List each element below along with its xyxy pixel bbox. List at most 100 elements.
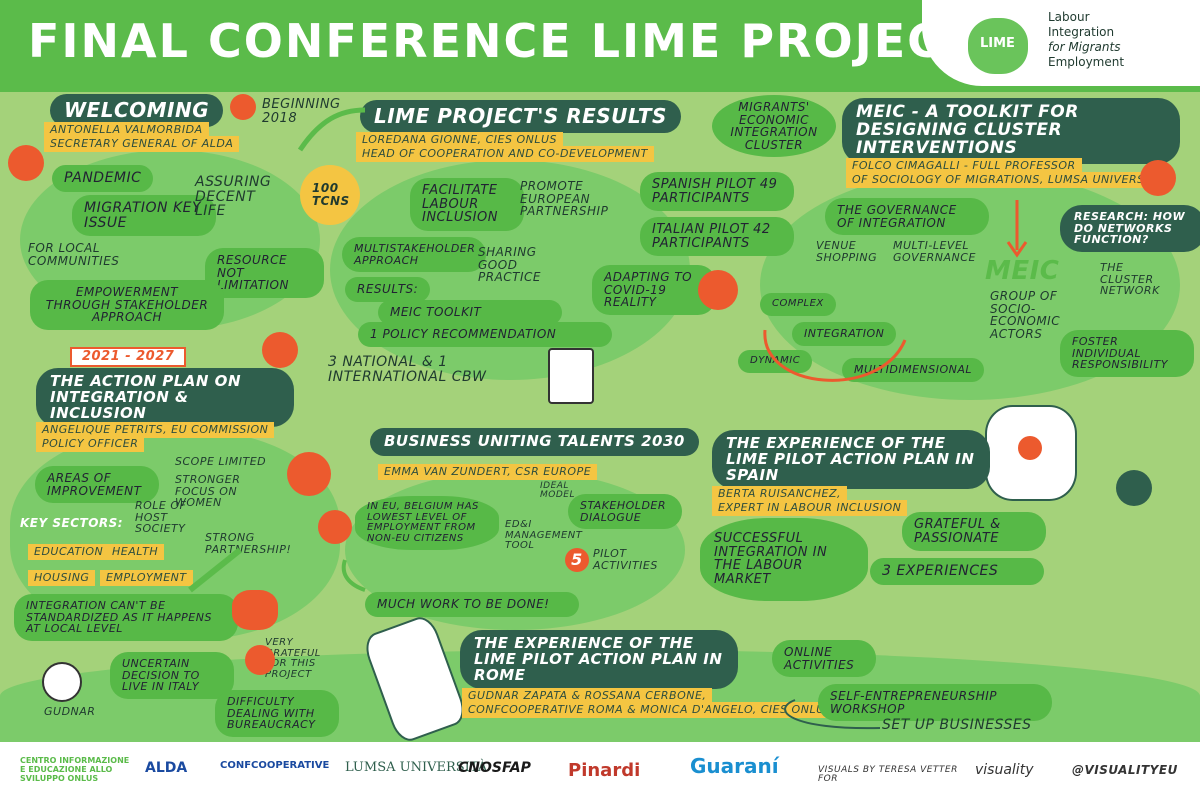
multilevel-label: MULTI-LEVEL GOVERNANCE xyxy=(893,239,976,264)
policy-label: 1 POLICY RECOMMENDATION xyxy=(358,322,612,347)
venue-label: VENUE SHOPPING xyxy=(816,239,878,264)
lime-logo-word: LIME xyxy=(980,36,1015,51)
map-pin-icon xyxy=(232,590,278,630)
meic-speaker: FOLCO CIMAGALLI - FULL PROFESSOR xyxy=(846,158,1082,174)
sector-employment: EMPLOYMENT xyxy=(100,570,193,586)
welcoming-role: SECRETARY GENERAL OF ALDA xyxy=(44,136,240,152)
tool-label: ED&I MANAGEMENT TOOL xyxy=(505,519,583,551)
self-label: SELF-ENTREPRENEURSHIP WORKSHOP xyxy=(818,684,1052,722)
welcoming-speaker: ANTONELLA VALMORBIDA xyxy=(44,122,209,138)
spain-title: THE EXPERIENCE OF THE LIME PILOT ACTION … xyxy=(712,430,990,490)
pilot-label: PILOT ACTIVITIES xyxy=(593,547,658,572)
action-speaker: ANGELIQUE PETRITS, EU COMMISSION xyxy=(36,422,275,438)
heart-icon xyxy=(245,645,275,675)
thermometer-icon xyxy=(287,452,331,496)
uncertain-label: UNCERTAIN DECISION TO LIVE IN ITALY xyxy=(110,652,234,699)
flag-icon xyxy=(230,94,256,120)
stakeholder-label: STAKEHOLDER DIALOGUE xyxy=(568,494,682,530)
rome-speaker: GUDNAR ZAPATA & ROSSANA CERBONE, xyxy=(462,688,713,704)
sector-housing: HOUSING xyxy=(28,570,96,586)
pandemic-label: PANDEMIC xyxy=(52,165,154,192)
italian-pilot: ITALIAN PILOT 42 PARTICIPANTS xyxy=(640,217,794,257)
areas-label: AREAS OF IMPROVEMENT xyxy=(35,466,159,504)
page-title: FINAL CONFERENCE LIME PROJECT xyxy=(28,14,977,68)
handle-label: @VISUALITYEU xyxy=(1072,763,1178,777)
multistakeholder-label: MULTISTAKEHOLDER APPROACH xyxy=(342,237,486,273)
empowerment-label: EMPOWERMENT THROUGH STAKEHOLDER APPROACH xyxy=(30,280,224,330)
covid-label: ADAPTING TO COVID-19 REALITY xyxy=(592,265,716,315)
guarani-logo: Guaraní xyxy=(690,754,779,778)
meic-title: MEIC - A TOOLKIT FOR DESIGNING CLUSTER I… xyxy=(842,98,1180,164)
difficulty-label: DIFFICULTY DEALING WITH BUREAUCRACY xyxy=(215,690,339,737)
spain-speaker: BERTA RUISANCHEZ, xyxy=(712,486,847,502)
setup-label: SET UP BUSINESSES xyxy=(882,717,1032,733)
lime-tagline: Labour Integration for Migrants Employme… xyxy=(1048,10,1125,69)
rome-title: THE EXPERIENCE OF THE LIME PILOT ACTION … xyxy=(460,630,738,690)
footer-bar xyxy=(0,742,1200,798)
results-role: HEAD OF COOPERATION AND CO-DEVELOPMENT xyxy=(356,146,654,162)
sector-health: HEALTH xyxy=(106,544,165,560)
assuring-decent-life: ASSURING DECENT LIFE xyxy=(195,174,272,220)
complex-label: COMPLEX xyxy=(760,293,836,316)
scope-label: SCOPE LIMITED xyxy=(175,455,267,468)
governance-label: THE GOVERNANCE OF INTEGRATION xyxy=(825,198,989,236)
facilitate-label: FACILITATE LABOUR INCLUSION xyxy=(410,178,524,231)
ideal-label: IDEAL MODEL xyxy=(540,481,575,501)
host-label: ROLE OF HOST SOCIETY xyxy=(135,499,187,536)
results-speaker: LOREDANA GIONNE, CIES ONLUS xyxy=(356,132,564,148)
results-label: RESULTS: xyxy=(345,277,431,302)
action-role: POLICY OFFICER xyxy=(36,436,145,452)
lime-logo-box: LIME Labour Integration for Migrants Emp… xyxy=(922,0,1200,86)
cluster-label: MIGRANTS' ECONOMIC INTEGRATION CLUSTER xyxy=(712,95,836,158)
target-icon xyxy=(1018,436,1042,460)
partnership-label: STRONG PARTNERSHIP! xyxy=(205,531,292,556)
alda-logo: ALDA xyxy=(145,760,188,776)
very-grateful-label: VERY GRATEFUL FOR THIS PROJECT xyxy=(265,637,321,680)
migration-key-issue: MIGRATION KEY ISSUE xyxy=(72,195,216,237)
multidimensional-label: MULTIDIMENSIONAL xyxy=(842,358,985,382)
business-title: BUSINESS UNITING TALENTS 2030 xyxy=(370,428,699,456)
spanish-pilot: SPANISH PILOT 49 PARTICIPANTS xyxy=(640,172,794,212)
results-title: LIME PROJECT'S RESULTS xyxy=(360,100,681,133)
cluster-network-label: THE CLUSTER NETWORK xyxy=(1100,261,1160,298)
research-label: RESEARCH: HOW DO NETWORKS FUNCTION? xyxy=(1060,205,1200,252)
confcooperative-logo: CONFCOOPERATIVE xyxy=(220,760,330,771)
business-speaker: EMMA VAN ZUNDERT, CSR EUROPE xyxy=(378,464,598,480)
document-icon xyxy=(262,332,298,368)
welcoming-title: WELCOMING xyxy=(50,94,224,127)
lime-logo-icon xyxy=(968,18,1028,74)
for-local-communities: FOR LOCAL COMMUNITIES xyxy=(28,241,120,268)
resource-not-limitation: RESOURCE NOT LIMITATION xyxy=(205,248,324,298)
virus-icon xyxy=(8,145,44,181)
scroll-icon xyxy=(548,348,594,404)
credit-label: VISUALS BY TERESA VETTER for xyxy=(818,765,958,785)
pilot-number: 5 xyxy=(565,548,589,572)
group-label: GROUP OF SOCIO-ECONOMIC ACTORS xyxy=(990,289,1061,341)
gudnar-name: GUDNAR xyxy=(44,705,96,718)
laptop-icon xyxy=(698,270,738,310)
experiences-label: 3 EXPERIENCES xyxy=(870,558,1044,585)
promote-label: PROMOTE EUROPEAN PARTNERSHIP xyxy=(520,179,609,219)
network-icon xyxy=(1140,160,1176,196)
cies-logo: CENTRO INFORMAZIONE E EDUCAZIONE ALLO SV… xyxy=(20,756,130,783)
cnosfap-logo: CNOSFAP xyxy=(458,760,531,776)
successful-label: SUCCESSFUL INTEGRATION IN THE LABOUR MAR… xyxy=(700,518,868,601)
meic-role: OF SOCIOLOGY OF MIGRATIONS, LUMSA UNIVER… xyxy=(846,172,1169,188)
work-label: MUCH WORK TO BE DONE! xyxy=(365,592,579,617)
visuality-brand: visuality xyxy=(975,762,1034,778)
local-label: INTEGRATION CAN'T BE STANDARDIZED AS IT … xyxy=(14,594,238,641)
spain-role: EXPERT IN LABOUR INCLUSION xyxy=(712,500,908,516)
person-icon xyxy=(1116,470,1152,506)
foster-label: FOSTER INDIVIDUAL RESPONSIBILITY xyxy=(1060,330,1194,377)
years-label: 2021 - 2027 xyxy=(70,347,187,367)
warning-icon xyxy=(318,510,352,544)
sector-education: EDUCATION xyxy=(28,544,110,560)
tcn-label: 100 TCNs xyxy=(312,181,350,208)
beginning-label: BEGINNING 2018 xyxy=(262,97,341,126)
online-label: ONLINE ACTIVITIES xyxy=(772,640,876,678)
lumsa-logo: LUMSA UNIVERSITÀ xyxy=(345,760,488,775)
action-plan-title: THE ACTION PLAN ON INTEGRATION & INCLUSI… xyxy=(36,368,294,428)
women-label: STRONGER FOCUS ON WOMEN xyxy=(175,473,241,510)
sharing-label: SHARING GOOD PRACTICE xyxy=(478,245,541,285)
